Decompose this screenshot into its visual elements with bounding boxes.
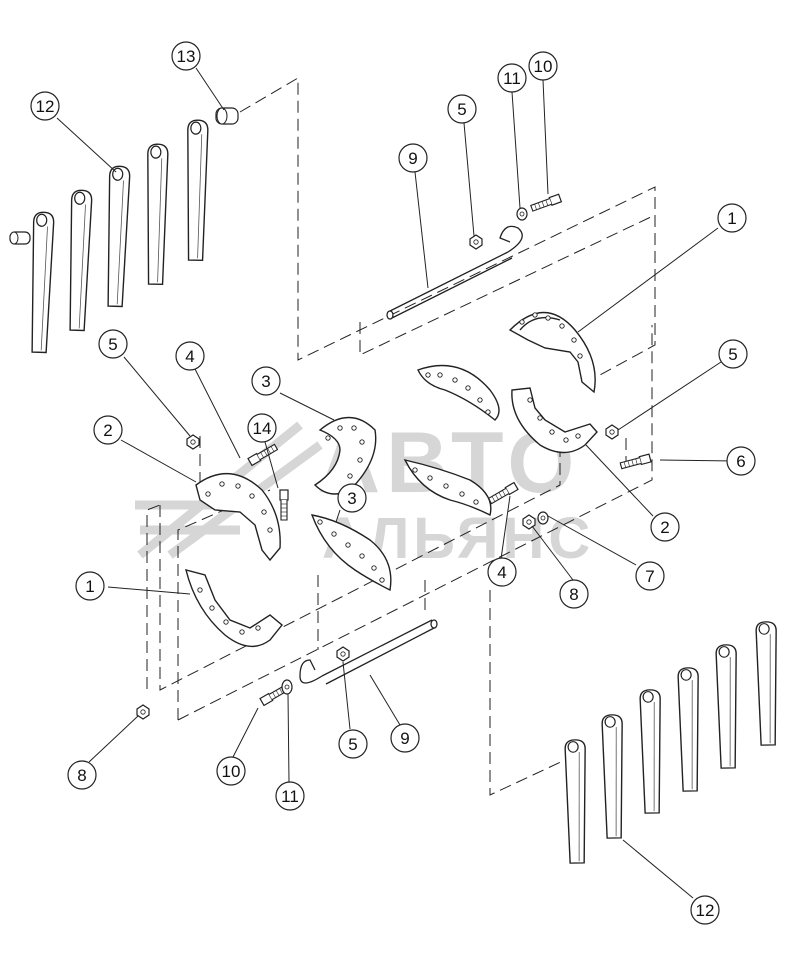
- svg-text:6: 6: [736, 452, 745, 471]
- callout-10-top: 10: [528, 51, 558, 81]
- svg-text:1: 1: [727, 209, 736, 228]
- callout-4-right: 4: [487, 557, 517, 587]
- callout-12-top: 12: [30, 91, 60, 121]
- rod-top: [386, 225, 523, 320]
- svg-text:3: 3: [347, 489, 356, 508]
- bushing-small-left: [9, 231, 31, 245]
- callout-5-right: 5: [718, 339, 748, 369]
- svg-text:3: 3: [261, 372, 270, 391]
- assembly-guide-lines: [146, 77, 656, 796]
- svg-text:10: 10: [534, 57, 553, 76]
- callout-6: 6: [726, 446, 756, 476]
- svg-text:8: 8: [77, 766, 86, 785]
- callout-3-top: 3: [251, 366, 281, 396]
- callout-8-right: 8: [559, 579, 589, 609]
- svg-text:10: 10: [222, 762, 241, 781]
- callout-14: 14: [247, 413, 277, 443]
- svg-text:14: 14: [253, 419, 272, 438]
- callout-8-left: 8: [67, 760, 97, 790]
- rod-bottom: [299, 619, 438, 685]
- callout-1-right: 1: [717, 203, 747, 233]
- svg-text:13: 13: [177, 47, 196, 66]
- callout-4-left: 4: [175, 341, 205, 371]
- svg-text:2: 2: [660, 518, 669, 537]
- callout-13: 13: [171, 41, 201, 71]
- plate-holes: [197, 312, 583, 635]
- callout-3-mid: 3: [337, 483, 367, 513]
- svg-text:9: 9: [400, 729, 409, 748]
- callout-10-bottom: 10: [216, 756, 246, 786]
- callout-5-left: 5: [98, 329, 128, 359]
- callout-2-right: 2: [650, 512, 680, 542]
- washer-11-top: [516, 207, 528, 221]
- sleeve-13: [215, 107, 239, 125]
- callout-9-top: 9: [398, 143, 428, 173]
- svg-text:5: 5: [108, 335, 117, 354]
- svg-text:11: 11: [281, 787, 299, 806]
- callout-5-top: 5: [447, 94, 477, 124]
- bar-set-top: [28, 119, 209, 354]
- callout-2-left: 2: [93, 415, 123, 445]
- callout-11-bottom: 11: [275, 781, 305, 811]
- bar-set-bottom: [564, 620, 779, 864]
- washer-7: [537, 511, 549, 525]
- svg-text:12: 12: [36, 97, 55, 116]
- svg-text:5: 5: [728, 345, 737, 364]
- callout-1-left: 1: [75, 571, 105, 601]
- washer-11-bottom: [281, 679, 293, 695]
- svg-text:5: 5: [457, 100, 466, 119]
- svg-text:9: 9: [408, 149, 417, 168]
- svg-text:2: 2: [103, 421, 112, 440]
- svg-text:8: 8: [569, 585, 578, 604]
- callout-5-bottom: 5: [338, 729, 368, 759]
- svg-text:7: 7: [645, 567, 654, 586]
- svg-text:4: 4: [497, 563, 506, 582]
- svg-text:12: 12: [696, 901, 715, 920]
- svg-text:5: 5: [348, 735, 357, 754]
- svg-text:4: 4: [185, 347, 194, 366]
- leader-lines: [56, 67, 736, 899]
- svg-text:11: 11: [503, 69, 521, 88]
- svg-text:1: 1: [85, 577, 94, 596]
- callout-11-top: 11: [497, 63, 527, 93]
- fasteners: [136, 193, 652, 720]
- callout-12-bottom: 12: [690, 895, 720, 925]
- callouts: 13 12 11 10 5 9 1 5 4 3 5 2 14 3 6 2 4 8…: [30, 41, 756, 925]
- callout-9-bottom: 9: [390, 723, 420, 753]
- callout-7: 7: [635, 561, 665, 591]
